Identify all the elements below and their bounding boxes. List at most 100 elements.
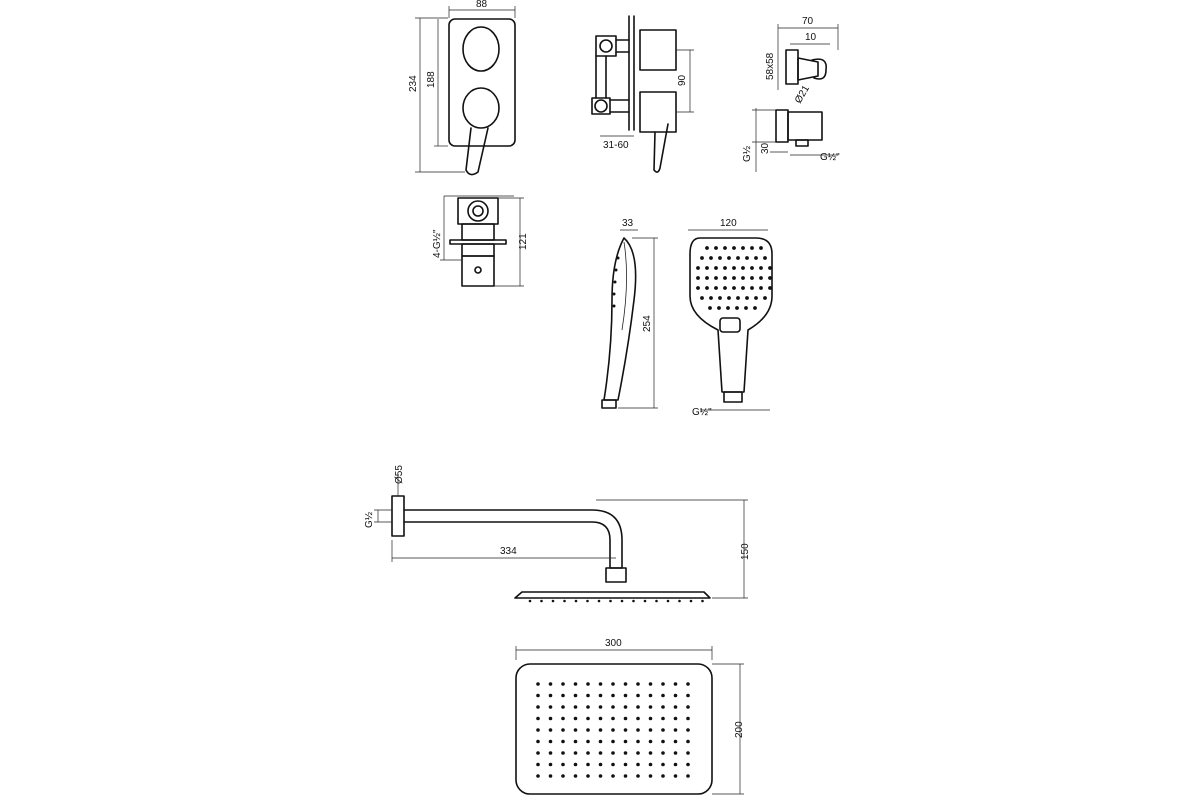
nozzle-dot [586, 774, 590, 778]
nozzle-dot [643, 599, 647, 603]
nozzle-dot [705, 276, 709, 280]
nozzle-dot [623, 693, 628, 698]
nozzle-dot [536, 716, 540, 721]
nozzle-dot [573, 739, 578, 744]
nozzle-dot [741, 286, 745, 290]
nozzle-dot [623, 774, 628, 778]
mixer-front-view: 88 234 188 [408, 0, 516, 176]
nozzle-dot [636, 751, 640, 755]
nozzle-dot [700, 296, 704, 300]
nozzle-dot [718, 256, 722, 260]
dim-holder-size: 58x58 [765, 52, 776, 80]
dim-cartridge-spacing: 90 [677, 74, 688, 86]
nozzle-dot [561, 739, 565, 744]
nozzle-dot [586, 682, 590, 686]
dim-outlet-thread: G½ [742, 145, 753, 162]
nozzle-dot [701, 599, 704, 603]
nozzle-dot [573, 762, 578, 767]
rain-head-top-view: 300 200 [515, 638, 745, 795]
nozzle-dot [561, 762, 565, 767]
nozzle-dot [586, 705, 590, 709]
nozzle-dot [561, 705, 565, 709]
nozzle-dot [686, 716, 690, 721]
nozzle-dot [732, 266, 736, 270]
nozzle-dot [736, 256, 740, 260]
nozzle-dot [573, 774, 578, 778]
nozzle-dot [598, 728, 603, 732]
nozzle-dot [598, 751, 603, 755]
shower-arm-view: Ø55 G½ 334 150 [364, 465, 751, 603]
nozzle-dot [536, 762, 540, 767]
nozzle-dot [623, 716, 628, 721]
nozzle-dot [750, 276, 754, 280]
hose-holder-view: 70 10 58x58 Ø21 G½ 30 G½" [742, 16, 840, 172]
dim-holder-width: 70 [802, 16, 814, 27]
nozzle-dot [648, 716, 653, 721]
nozzle-dot [620, 599, 624, 603]
nozzle-dot [714, 286, 718, 290]
nozzle-dot [623, 762, 628, 767]
dim-mixer-plate-height: 188 [426, 71, 437, 88]
body-top-block [457, 197, 499, 225]
nozzle-dot [586, 762, 590, 767]
nozzle-dot [573, 705, 578, 709]
nozzle-dot [750, 246, 754, 250]
nozzle-dot [548, 682, 553, 686]
nozzle-dot [551, 599, 555, 603]
nozzle-dot [611, 705, 615, 709]
nozzle-dot [623, 705, 628, 709]
nozzle-dot [768, 276, 772, 280]
nozzle-dot [597, 599, 601, 603]
concealed-body-view: 4-G½" 121 [432, 195, 529, 287]
nozzle-dot [548, 716, 553, 721]
nozzle-dot [636, 716, 640, 721]
nozzle-dot [536, 774, 540, 778]
nozzle-dot [666, 599, 670, 603]
nozzle-dot [598, 739, 603, 744]
dim-head-height: 200 [734, 721, 745, 738]
dim-wall-depth: 31-60 [603, 140, 629, 151]
side-lever [653, 123, 669, 173]
hand-shower-front-view: 120 G½" [688, 218, 773, 418]
nozzle-dot [648, 682, 653, 686]
dim-arm-length: 334 [500, 546, 517, 557]
nozzle-dot [573, 693, 578, 698]
dim-hand-length: 254 [642, 315, 653, 332]
nozzle-dot [661, 762, 665, 767]
nozzle-dot [632, 599, 635, 603]
nozzle-dot [648, 739, 653, 744]
rain-head-plate [515, 663, 713, 795]
hand-shower-side-view: 33 254 [601, 218, 658, 409]
nozzle-dot [536, 682, 540, 686]
dim-flange-diameter: Ø55 [394, 465, 405, 484]
nozzle-dot [573, 728, 578, 732]
nozzle-dot [528, 599, 532, 603]
nozzle-dot [548, 728, 553, 732]
nozzle-dot [673, 716, 678, 721]
nozzle-dot [759, 276, 763, 280]
dim-head-width: 300 [605, 638, 622, 649]
nozzle-dot [536, 705, 540, 709]
nozzle-dot [623, 739, 628, 744]
nozzle-dot [714, 246, 718, 250]
mixer-side-view: 31-60 90 [591, 15, 694, 173]
nozzle-dot [673, 751, 678, 755]
nozzle-dot [673, 762, 678, 767]
nozzle-dot [736, 296, 740, 300]
nozzle-dot [623, 751, 628, 755]
nozzle-dot [686, 774, 690, 778]
nozzle-dot [732, 286, 736, 290]
nozzle-dot [648, 751, 653, 755]
nozzle-dot [636, 774, 640, 778]
dim-arm-drop: 150 [740, 543, 751, 560]
lower-cartridge [639, 91, 677, 133]
head-side-nozzles [528, 599, 704, 603]
nozzle-dot [611, 762, 615, 767]
nozzle-dot [723, 246, 727, 250]
nozzle-dot [611, 739, 615, 744]
nozzle-dot [548, 762, 553, 767]
dim-holder-diameter: Ø21 [793, 83, 812, 105]
nozzle-dot [636, 762, 640, 767]
nozzle-dot [661, 774, 665, 778]
